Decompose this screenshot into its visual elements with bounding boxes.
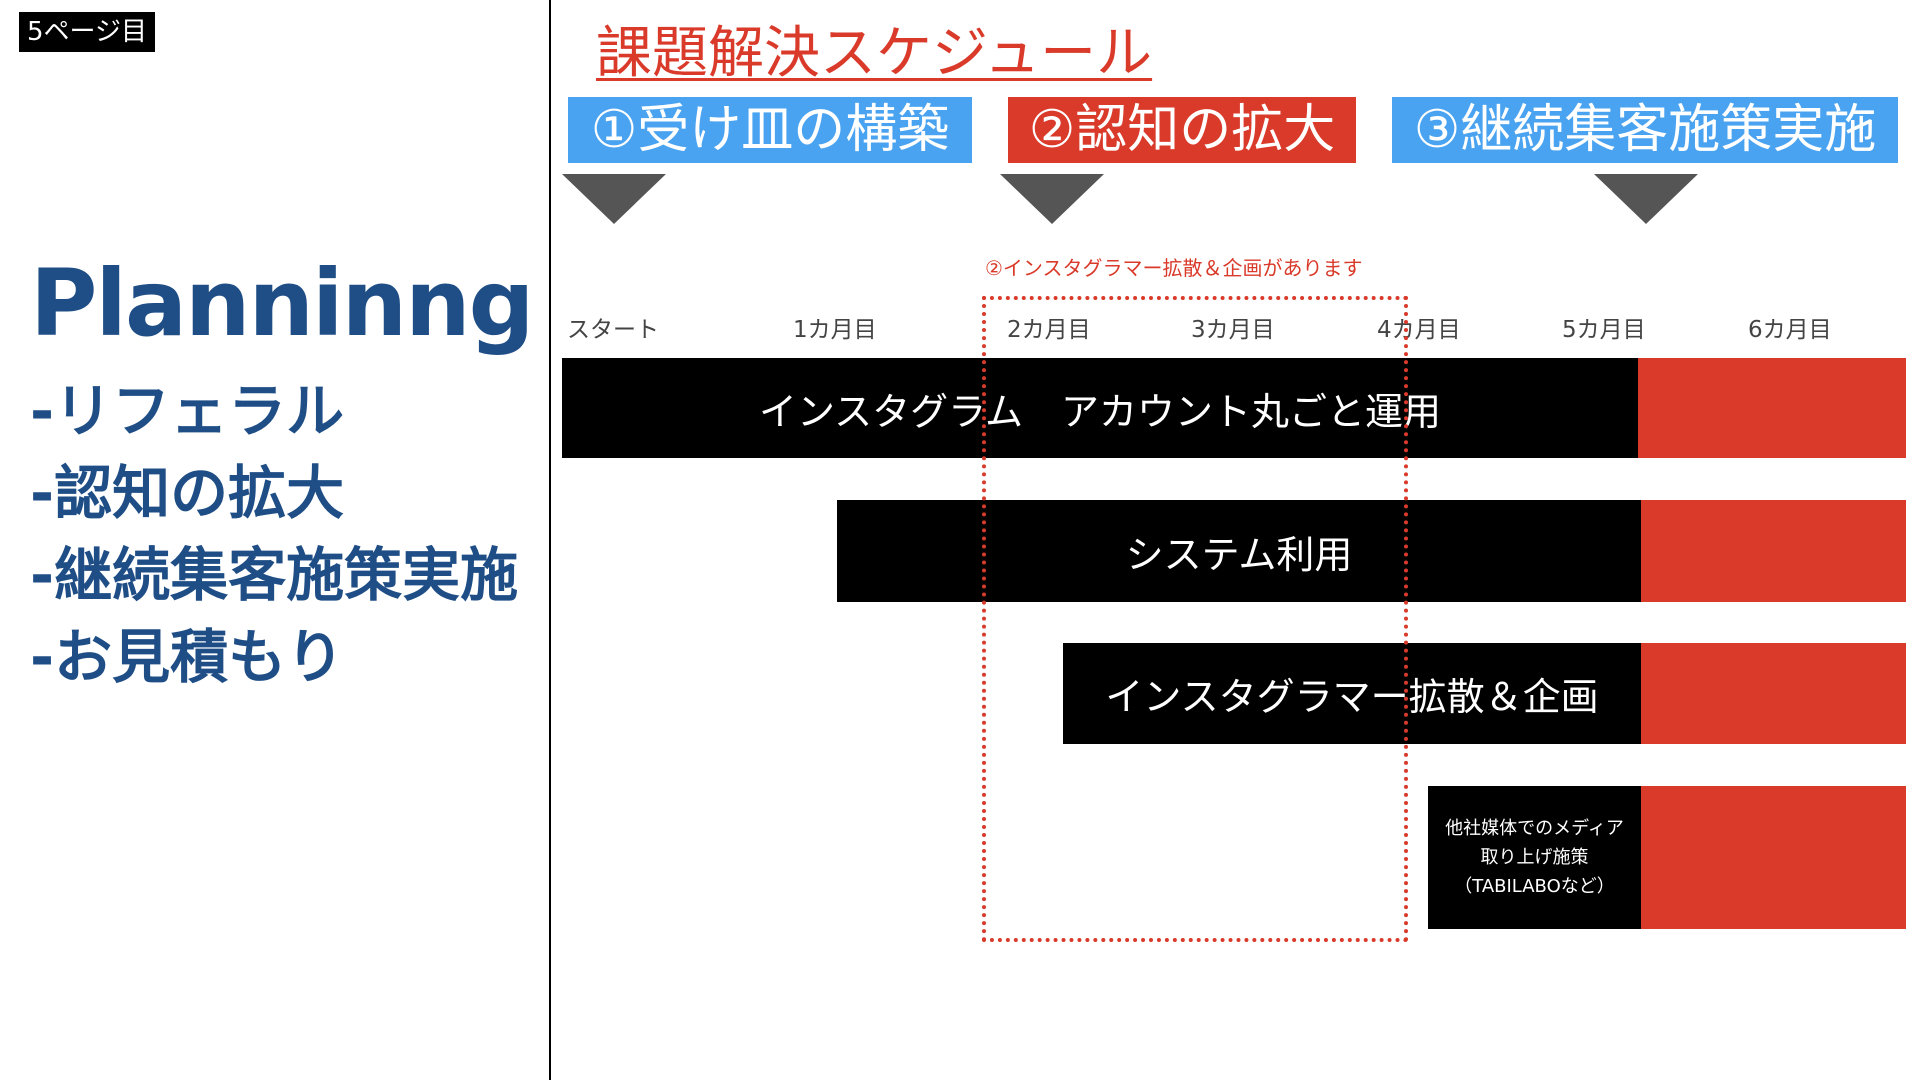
month-label-5: 5カ月目: [1562, 317, 1646, 343]
schedule-title: 課題解決スケジュール: [596, 21, 1153, 86]
task-label: インスタグラム アカウント丸ごと運用: [758, 389, 1442, 434]
task-label-line-2: 取り上げ施策: [1480, 847, 1589, 868]
month-label-6: 6カ月目: [1748, 317, 1832, 343]
planning-item-estimate: -お見積もり: [30, 623, 345, 691]
month-label-3: 3カ月目: [1191, 317, 1275, 343]
vertical-divider: [549, 0, 551, 1080]
month-label-start: スタート: [567, 317, 659, 343]
task-bar-instagrammer-campaign: インスタグラマー拡散＆企画: [1063, 643, 1641, 744]
phase-2-arrow: [1000, 174, 1104, 224]
task-extension-instagrammer-campaign: [1641, 643, 1906, 744]
planning-item-awareness: -認知の拡大: [30, 459, 345, 527]
phase-3-label: ③継続集客施策実施: [1392, 97, 1898, 163]
task-label: システム利用: [1125, 532, 1353, 577]
phase-1-label: ①受け皿の構築: [568, 97, 972, 163]
phase-2-label: ②認知の拡大: [1008, 97, 1356, 163]
month-label-1: 1カ月目: [793, 317, 877, 343]
planning-item-continuous: -継続集客施策実施: [30, 541, 519, 609]
page-number-badge: 5ページ目: [19, 12, 156, 52]
planning-list: -リフェラル -認知の拡大 -継続集客施策実施 -お見積もり: [30, 370, 518, 698]
task-label-line-3: （TABILABOなど）: [1454, 876, 1615, 897]
month-label-2: 2カ月目: [1007, 317, 1091, 343]
task-bar-instagram-operation: インスタグラム アカウント丸ごと運用: [562, 358, 1638, 458]
task-bar-media-coverage: 他社媒体でのメディア 取り上げ施策 （TABILABOなど）: [1428, 786, 1641, 929]
task-extension-system-usage: [1641, 500, 1906, 602]
phase-3-arrow: [1594, 174, 1698, 224]
planning-title: Planninng: [30, 250, 534, 357]
planning-item-referral: -リフェラル: [30, 377, 345, 445]
task-extension-media-coverage: [1641, 786, 1906, 929]
task-label: インスタグラマー拡散＆企画: [1105, 675, 1599, 719]
phase-2-highlight-box: [982, 296, 1408, 942]
phase-note: ②インスタグラマー拡散＆企画があります: [985, 256, 1363, 280]
phase-1-arrow: [562, 174, 666, 224]
task-bar-system-usage: システム利用: [837, 500, 1641, 602]
month-label-4: 4カ月目: [1377, 317, 1461, 343]
task-label-line-1: 他社媒体でのメディア: [1445, 818, 1624, 839]
task-extension-instagram-operation: [1638, 358, 1906, 458]
